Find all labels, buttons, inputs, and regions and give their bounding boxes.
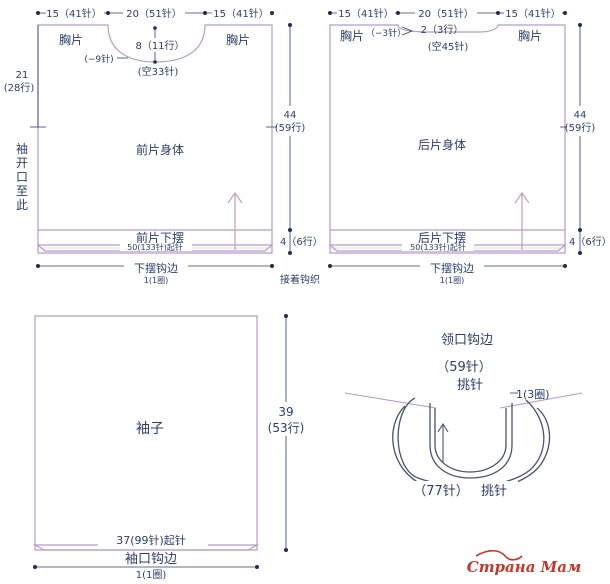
dim-dot bbox=[578, 251, 582, 255]
back-neck-depth: 2（3行） bbox=[421, 23, 464, 36]
neckband-round bbox=[397, 397, 545, 487]
sleeve-piece: 袖子 39 (53行) 37(99针)起针 袖口钩边 1(1圈) bbox=[32, 314, 305, 581]
neckband-outer-stitch-count: （77针） bbox=[413, 484, 469, 499]
sleeve-height: 39 bbox=[278, 405, 293, 419]
dim-dot bbox=[578, 228, 582, 232]
front-hem-cast-on-bar bbox=[36, 244, 274, 252]
site-watermark: Страна Мам bbox=[467, 549, 581, 576]
neckband-diagram: 领口钩边 （59针） 挑针 1(3圈) （77针） 挑针 bbox=[344, 333, 583, 499]
front-top-left-width: 15（41针） bbox=[46, 7, 101, 20]
neckband-shoulder-line-left bbox=[344, 392, 437, 409]
sleeve-opening-char: 至 bbox=[16, 184, 28, 198]
back-height: 44 bbox=[574, 110, 587, 121]
front-piece-outline bbox=[37, 24, 273, 254]
neckband-title: 领口钩边 bbox=[441, 333, 493, 348]
dim-dot bbox=[288, 23, 292, 27]
back-piece-outline bbox=[329, 24, 566, 254]
back-hem-cast-on: 50(133针)起针 bbox=[410, 242, 466, 252]
dim-dot bbox=[563, 11, 567, 15]
dim-dot bbox=[288, 228, 292, 232]
dim-dot bbox=[36, 264, 40, 268]
dim-dot bbox=[106, 11, 110, 15]
front-height: 44 bbox=[284, 110, 297, 121]
dim-dot bbox=[578, 23, 582, 27]
sleeve-label: 袖子 bbox=[136, 421, 164, 437]
front-top-right-width: 15（41针） bbox=[213, 7, 268, 20]
back-height-rows: (59行) bbox=[565, 121, 596, 134]
front-body-label: 前片身体 bbox=[136, 142, 184, 157]
dim-dot bbox=[284, 548, 288, 552]
dim-dot bbox=[328, 264, 332, 268]
join-continue-label: 接着钩织 bbox=[280, 273, 320, 286]
neckband-inner-edge bbox=[434, 408, 507, 473]
dim-dot bbox=[284, 314, 288, 318]
neckband-inner-pick-up: 挑针 bbox=[457, 378, 483, 393]
dim-dot bbox=[563, 264, 567, 268]
neckband-inner-stitch-count: （59针） bbox=[436, 360, 492, 375]
front-neck-skip: (空33针) bbox=[138, 65, 179, 78]
dim-dot bbox=[153, 26, 157, 30]
back-hem-cast-on-bar bbox=[328, 244, 567, 252]
sleeve-opening-char: 开 bbox=[16, 156, 28, 170]
front-neck-decrease: (−9针) bbox=[84, 53, 113, 65]
back-chest-left-label: 胸片 bbox=[340, 28, 364, 43]
dim-dot bbox=[203, 11, 207, 15]
dim-dot bbox=[36, 11, 40, 15]
front-chest-left-label: 胸片 bbox=[59, 32, 83, 47]
back-top-left-width: 15（41针） bbox=[338, 7, 393, 20]
watermark-text: Страна Мам bbox=[467, 558, 581, 576]
sleeve-opening-char: 此 bbox=[16, 198, 28, 212]
dim-dot bbox=[270, 264, 274, 268]
back-chest-right-label: 胸片 bbox=[518, 28, 542, 43]
back-piece: 15（41针） 20（51针） 15（41针） 胸片 胸片 （−3针） 2（3行… bbox=[328, 5, 610, 285]
neckband-outer-pick-up: 挑针 bbox=[481, 484, 507, 499]
neckband-shoulder-line-right bbox=[499, 392, 583, 409]
sleeve-cuff-count: 1(1圈) bbox=[136, 569, 167, 581]
back-edge-count: 1(1圈) bbox=[440, 276, 464, 285]
dim-dot bbox=[396, 11, 400, 15]
neckband-neck-edge bbox=[429, 403, 513, 479]
neckband-rounds: 1(3圈) bbox=[516, 388, 550, 401]
back-neck-depth-marker bbox=[401, 26, 414, 36]
front-hem-height: 4（6行） bbox=[280, 235, 323, 248]
front-chest-right-label: 胸片 bbox=[226, 32, 250, 47]
sleeve-height-rows: (53行) bbox=[268, 421, 305, 435]
front-side-depth: 21 bbox=[16, 70, 29, 81]
dim-dot bbox=[255, 565, 259, 569]
front-hem-label: 前片下摆 bbox=[136, 230, 184, 245]
dim-dot bbox=[153, 60, 157, 64]
dim-dot bbox=[328, 11, 332, 15]
dim-dot bbox=[496, 11, 500, 15]
sleeve-opening-char: 口 bbox=[16, 170, 28, 184]
back-neck-skip: (空45针) bbox=[428, 40, 469, 53]
back-top-right-width: 15（41针） bbox=[505, 7, 560, 20]
dim-dot bbox=[33, 565, 37, 569]
dim-dot bbox=[270, 11, 274, 15]
dim-dot bbox=[288, 251, 292, 255]
back-hem-height: 4（6行） bbox=[569, 235, 610, 248]
back-neck-decrease: （−3针） bbox=[366, 27, 406, 39]
back-top-mid-width: 20（51针） bbox=[418, 7, 473, 20]
sleeve-cast-on: 37(99针)起针 bbox=[116, 533, 186, 547]
back-body-label: 后片身体 bbox=[418, 137, 466, 152]
front-edge-label: 下摆钩边 bbox=[134, 261, 178, 275]
front-top-mid-width: 20（51针） bbox=[126, 7, 181, 20]
sleeve-opening-char: 袖 bbox=[16, 141, 28, 156]
watermark-swirl bbox=[475, 549, 523, 561]
back-edge-label: 下摆钩边 bbox=[430, 261, 474, 275]
front-neck-depth: 8（11行） bbox=[135, 39, 184, 52]
front-hem-cast-on: 50(133针)起针 bbox=[127, 242, 183, 252]
front-piece: 15（41针） 20（51针） 15（41针） 胸片 胸片 8（11行） (−9… bbox=[4, 5, 323, 285]
back-hem-label: 后片下摆 bbox=[418, 231, 466, 245]
sleeve-cuff-label: 袖口钩边 bbox=[125, 552, 177, 567]
front-edge-count: 1(1圈) bbox=[144, 276, 168, 285]
front-side-depth-rows: (28行) bbox=[4, 81, 35, 94]
front-height-rows: (59行) bbox=[275, 121, 306, 134]
neckband-round bbox=[392, 405, 551, 493]
